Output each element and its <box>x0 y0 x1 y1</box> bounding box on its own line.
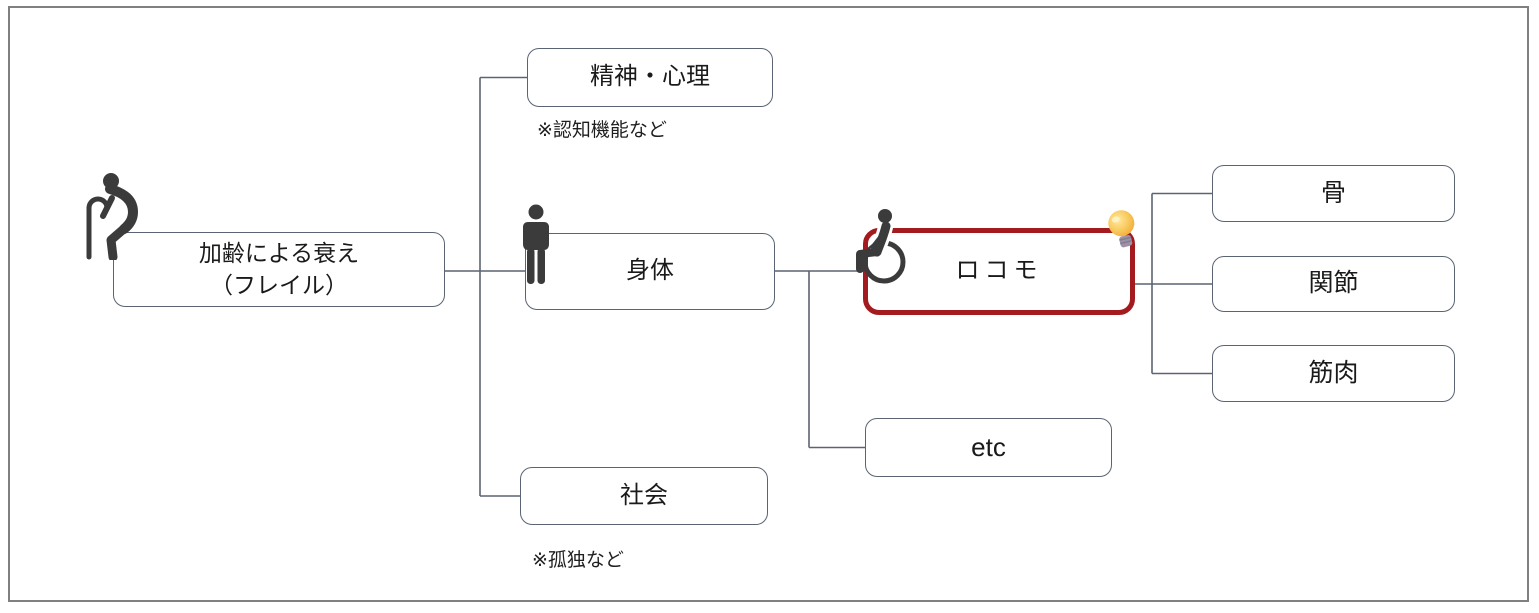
node-root-label-line2: （フレイル） <box>210 271 348 298</box>
note-loneliness: ※孤独など <box>532 550 624 571</box>
node-etc: etc <box>865 418 1112 477</box>
node-muscle-label: 筋肉 <box>1308 358 1359 387</box>
node-muscle: 筋肉 <box>1212 345 1455 402</box>
node-bone: 骨 <box>1212 165 1455 222</box>
node-social: 社会 <box>520 467 768 525</box>
node-root-frailty: 加齢による衰え （フレイル） <box>113 232 445 307</box>
node-joint: 関節 <box>1212 256 1455 312</box>
node-locomo-label: ロコモ <box>955 257 1043 285</box>
node-bone-label: 骨 <box>1320 178 1346 207</box>
node-root-label-line1: 加齢による衰え <box>198 240 360 267</box>
lightbulb-icon <box>1108 210 1135 248</box>
node-mental: 精神・心理 <box>527 48 773 107</box>
wheelchair-user-icon <box>856 209 906 284</box>
node-joint-label: 関節 <box>1308 269 1359 298</box>
node-etc-label: etc <box>971 431 1006 462</box>
node-mental-label: 精神・心理 <box>590 63 710 91</box>
node-body: 身体 <box>525 233 775 310</box>
note-cognitive-function: ※認知機能など <box>537 120 667 141</box>
standing-person-icon <box>523 204 549 284</box>
node-body-label: 身体 <box>626 257 674 285</box>
outer-frame <box>8 6 1529 602</box>
node-social-label: 社会 <box>620 481 668 509</box>
elderly-person-with-cane-icon <box>86 173 138 260</box>
